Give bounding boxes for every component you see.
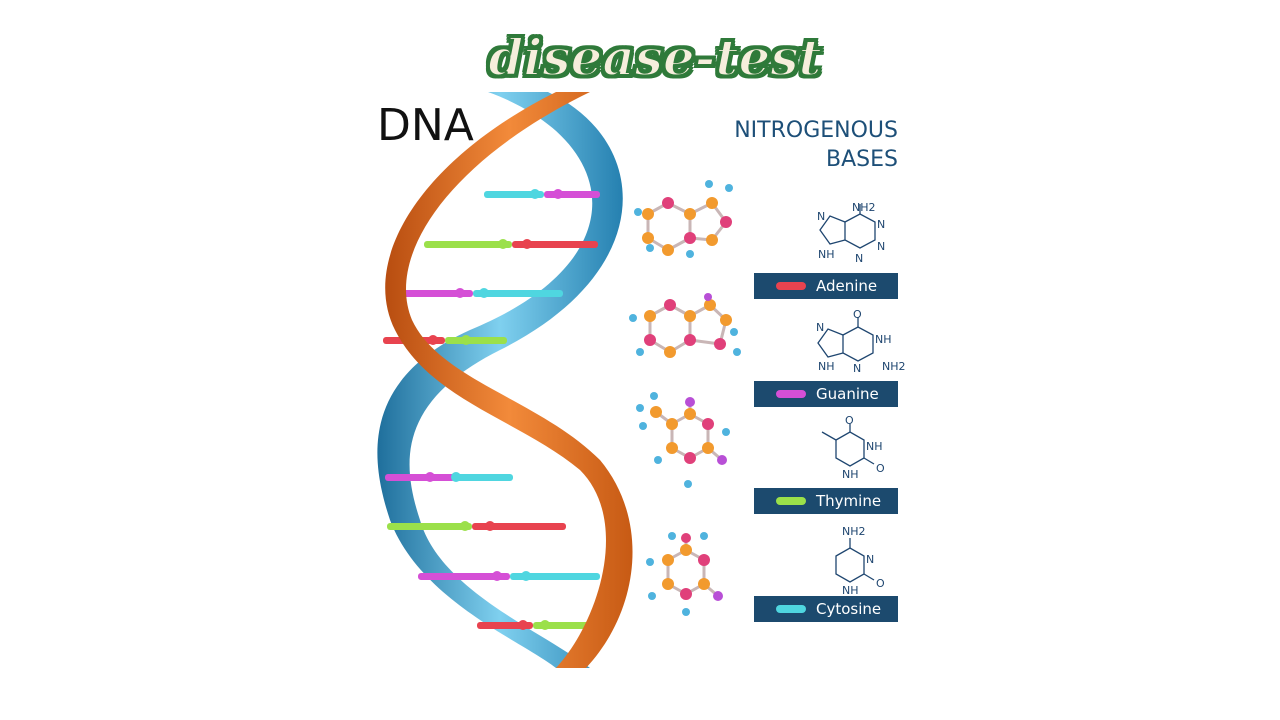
molecule-models [629, 180, 741, 616]
guanine-model [629, 293, 741, 358]
thymine-nh-lower: NH [842, 468, 859, 481]
rung-3 [388, 288, 563, 298]
guanine-o: O [853, 308, 862, 321]
guanine-name: Guanine [816, 385, 879, 403]
cytosine-n: N [866, 553, 874, 566]
cytosine-model [646, 532, 723, 616]
cytosine-formula: NH2 N O NH [835, 525, 885, 597]
structural-formulas: NH2 N N N NH N O NH N NH2 N NH N O NH O [816, 201, 906, 597]
guanine-formula: O NH N NH2 N NH N [816, 308, 906, 375]
rung-2 [424, 239, 598, 249]
rung-5 [385, 472, 513, 482]
guanine-nh2: NH2 [882, 360, 906, 373]
rung-7 [418, 571, 600, 581]
adenine-swatch [776, 282, 806, 290]
thymine-model [636, 392, 730, 488]
bases-heading-line1: NITROGENOUS [734, 118, 898, 143]
guanine-swatch [776, 390, 806, 398]
orange-strand [385, 92, 633, 668]
guanine-nh-lower: NH [818, 360, 835, 373]
logo: disease-test [470, 22, 840, 92]
adenine-nh2: NH2 [852, 201, 876, 214]
adenine-n1: N [817, 210, 825, 223]
thymine-o-top: O [845, 414, 854, 427]
adenine-nh: NH [818, 248, 835, 261]
adenine-n3: N [877, 240, 885, 253]
diagram-title: DNA [377, 100, 474, 151]
guanine-n1: N [816, 321, 824, 334]
thymine-formula: O NH O NH [821, 414, 885, 481]
rung-6 [387, 521, 566, 531]
cytosine-name: Cytosine [816, 600, 882, 618]
bases-heading: NITROGENOUS BASES [700, 116, 898, 174]
cytosine-nh2: NH2 [842, 525, 866, 538]
thymine-name: Thymine [816, 492, 882, 510]
adenine-label: Adenine [754, 273, 898, 299]
cytosine-o: O [876, 577, 885, 590]
rung-8 [477, 620, 595, 630]
guanine-nh: NH [875, 333, 892, 346]
adenine-n4: N [855, 252, 863, 265]
guanine-n2: N [853, 362, 861, 375]
rung-1 [484, 189, 600, 199]
adenine-name: Adenine [816, 277, 878, 295]
blue-strand [377, 92, 623, 668]
thymine-swatch [776, 497, 806, 505]
guanine-label: Guanine [754, 381, 898, 407]
logo-text: disease-test [487, 27, 822, 88]
thymine-nh: NH [866, 440, 883, 453]
base-pairs [383, 189, 600, 630]
adenine-n2: N [877, 218, 885, 231]
thymine-o: O [876, 462, 885, 475]
cytosine-nh: NH [842, 584, 859, 597]
thymine-label: Thymine [754, 488, 898, 514]
bases-heading-line2: BASES [826, 147, 898, 172]
adenine-model [634, 180, 733, 258]
cytosine-label: Cytosine [754, 596, 898, 622]
cytosine-swatch [776, 605, 806, 613]
adenine-formula: NH2 N N N NH N [817, 201, 885, 265]
